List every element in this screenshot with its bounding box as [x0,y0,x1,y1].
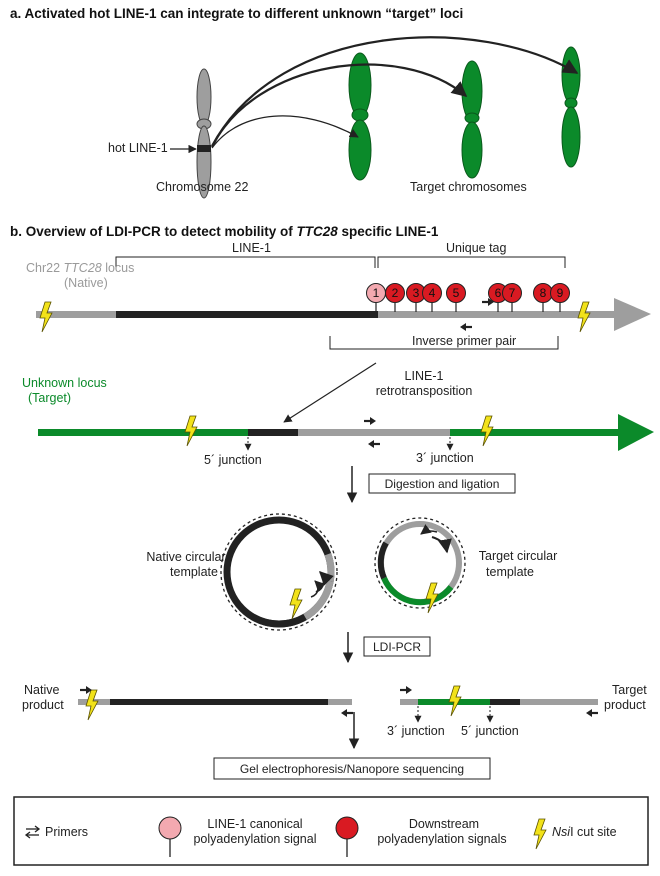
line1-bracket [115,256,376,268]
gel-box [213,757,491,780]
pas-label-1: 1 [373,286,380,300]
native-product-label-1: Native [24,683,59,697]
native-product-label-2: product [22,698,64,712]
ldi-pcr-label: LDI-PCR [373,640,421,654]
native-flank-left [36,311,116,318]
nsi-cut-target-2 [480,415,494,447]
downstream-legend-label-1: Downstream [409,817,479,831]
five-junction-label: 5´ junction [204,453,262,467]
target-circle-primer-1 [431,536,452,554]
native-product-right [328,699,352,705]
pas-label-9: 9 [557,286,564,300]
target-flank-right [450,429,620,436]
native-flank-right [378,311,616,318]
native-locus-label: Chr22 TTC28 locus [26,261,134,275]
panel-b-title: b. Overview of LDI-PCR to detect mobilit… [10,224,439,239]
digestion-ligation-label: Digestion and ligation [385,477,500,491]
panel-a-title: a. Activated hot LINE-1 can integrate to… [10,6,463,21]
downstream-pas-legend-icon [335,816,359,857]
inverse-primer-label: Inverse primer pair [412,334,516,348]
target-chromosomes-label: Target chromosomes [410,180,527,194]
nsi-cut-native-1 [39,301,53,333]
target-chromosome-1 [348,52,372,181]
retro-label-1: LINE-1 [405,369,444,383]
prod-three-junction-label: 3´ junction [387,724,445,738]
inverse-primer-reverse [458,321,474,333]
target-arrowhead [618,414,654,451]
target-product-label-1: Target [612,683,647,697]
digestion-ligation-box [368,473,516,494]
target-product-left [400,699,418,705]
nsi-legend-label: NsiI cut site [552,825,617,839]
target-product-primer-forward [398,684,414,696]
integration-arc-2 [211,63,468,148]
nsi-cut-target-product [448,685,462,717]
three-junction-label: 3´ junction [416,451,474,465]
pas-label-4: 4 [429,286,436,300]
pas-label-5: 5 [453,286,460,300]
unique-tag-bracket [377,256,566,268]
native-arrowhead [614,298,651,331]
ldi-pcr-box [363,636,431,657]
native-circular-template [220,513,338,631]
target-primer-reverse [366,438,382,450]
nsi-cut-target-circle [425,582,439,614]
target-product-primer-reverse [584,707,600,719]
integration-arc-1 [211,115,359,149]
primers-legend-icon [24,825,41,839]
nsi-cut-native-product [85,689,99,721]
nsi-cut-native-circle [289,588,303,620]
target-circ-label-2: template [486,565,534,579]
target-product-label-2: product [604,698,646,712]
inverse-primer-bracket [329,336,559,350]
nsi-cut-native-2 [577,301,591,333]
native-circle-primer-2 [310,580,326,598]
unknown-locus-label: Unknown locus [22,376,107,390]
canonical-pas-legend-icon [158,816,182,857]
native-product-primer-reverse [339,707,355,719]
native-line1-segment [116,311,378,318]
unique-tag-label: Unique tag [446,241,507,255]
hot-line1-label: hot LINE-1 [108,141,168,155]
pas-label-7: 7 [509,286,516,300]
target-flank-left [38,429,248,436]
native-circ-label-2: template [170,565,218,579]
target-circ-label-1: Target circular [479,549,558,563]
line1-bracket-label: LINE-1 [232,241,271,255]
primers-legend-label: Primers [45,825,88,839]
gel-label: Gel electrophoresis/Nanopore sequencing [240,762,464,776]
target-paren-label: (Target) [28,391,71,405]
target-product-right [520,699,598,705]
pas-label-8: 8 [540,286,547,300]
chr22-label: Chromosome 22 [156,180,248,194]
target-tag-segment [298,429,450,436]
chromosome-22 [196,68,212,199]
downstream-legend-label-2: polyadenylation signals [377,832,506,846]
target-line1-segment [248,429,298,436]
retro-arrow [283,362,377,423]
target-product-line1 [490,699,520,705]
native-circ-label-1: Native circular [146,550,225,564]
pas-label-6: 6 [495,286,502,300]
integration-arc-3 [211,36,579,147]
target-circular-template [374,517,466,609]
target-circle-primer-2 [420,524,438,535]
retro-label-2: retrotransposition [376,384,473,398]
canonical-legend-label-2: polyadenylation signal [193,832,316,846]
pas-label-3: 3 [413,286,420,300]
target-chromosome-2 [461,60,483,179]
pas-label-2: 2 [392,286,399,300]
nsi-cut-target-1 [184,415,198,447]
native-paren-label: (Native) [64,276,108,290]
canonical-legend-label-1: LINE-1 canonical [207,817,302,831]
target-primer-forward [362,415,378,427]
prod-five-junction-label: 5´ junction [461,724,519,738]
pas-signals: 1 2 3 4 5 6 7 8 9 [366,283,570,312]
target-chromosome-3 [561,46,581,168]
native-product-line1 [110,699,328,705]
